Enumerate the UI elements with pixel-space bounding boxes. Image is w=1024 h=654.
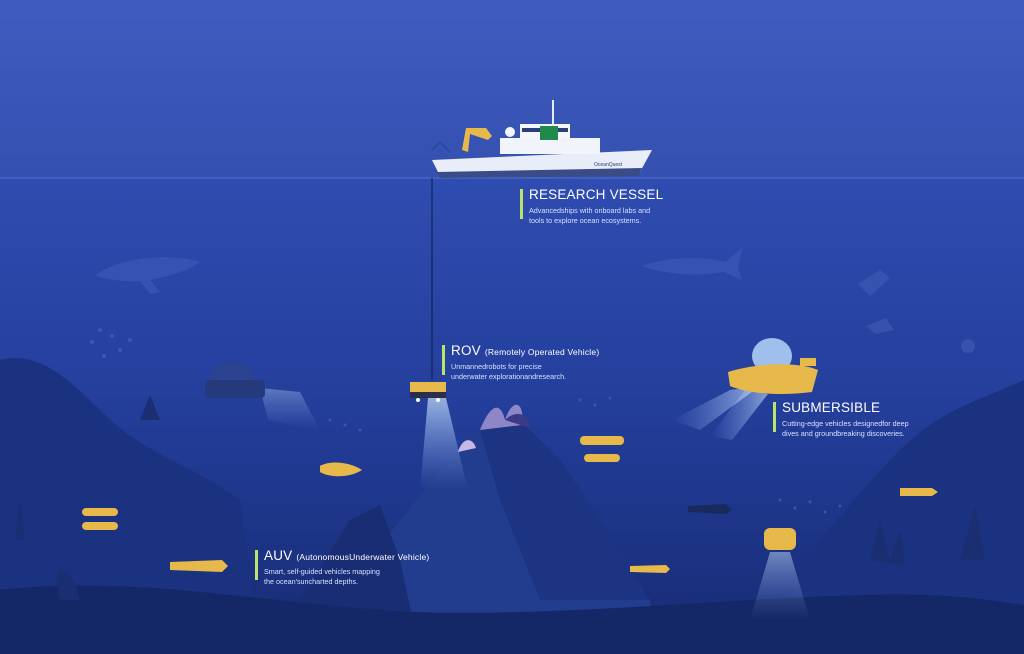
ship-deck-house — [500, 138, 600, 154]
ship-a-frame — [431, 140, 451, 153]
submersible-vehicle — [672, 338, 818, 440]
ship-logo-panel — [540, 126, 558, 140]
rov-desc-line2: underwater explorationandresearch. — [451, 372, 567, 381]
rov-label: ROV (Remotely Operated Vehicle) Unmanned… — [442, 343, 611, 382]
auv-label: AUV (AutonomousUnderwater Vehicle) Smart… — [255, 548, 429, 587]
seafloor-right-ridge — [780, 380, 1024, 654]
auv-twin-hull-1 — [82, 508, 118, 516]
auv-subtitle: (AutonomousUnderwater Vehicle) — [296, 552, 430, 562]
sub-yellow-hull — [728, 364, 818, 394]
background-marine-life — [95, 248, 975, 353]
auv-drone — [764, 528, 796, 550]
shark-silhouette — [642, 248, 742, 280]
fish-schools — [90, 328, 842, 514]
rov-desc-line1: Unmannedrobots for precise — [451, 362, 542, 371]
rov-title-text: ROV — [451, 343, 481, 358]
ship-waterline — [436, 168, 642, 178]
ship-mast — [552, 100, 554, 126]
auv-torpedo-3 — [630, 565, 670, 573]
research-vessel — [431, 100, 652, 380]
auv-title-text: AUV — [264, 548, 293, 563]
auv-vehicles — [82, 436, 938, 620]
ship-crane — [462, 128, 492, 152]
ray-silhouette — [858, 270, 890, 296]
submersible-label: SUBMERSIBLE Cutting-edge vehicles design… — [773, 400, 942, 439]
research-vessel-title: RESEARCH VESSEL — [529, 187, 664, 202]
auv-title: AUV (AutonomousUnderwater Vehicle) — [264, 548, 429, 563]
research-vessel-desc-line1: Advancedships with onboard labs and — [529, 206, 651, 215]
radar-dome — [505, 127, 515, 137]
label-accent-bar — [520, 189, 523, 219]
research-vessel-desc-line2: tools to explore ocean ecosystems. — [529, 216, 642, 225]
research-vessel-description: Advancedships with onboard labs and tool… — [529, 206, 689, 226]
submersible-description: Cutting-edge vehicles designedfor deep d… — [782, 419, 942, 439]
ship-name-text: OceanQuest — [594, 162, 623, 168]
rov-title: ROV (Remotely Operated Vehicle) — [451, 343, 611, 358]
auv-torpedo-1 — [170, 560, 228, 572]
rov-description: Unmannedrobots for precise underwater ex… — [451, 362, 611, 382]
jellyfish-silhouette — [961, 339, 975, 353]
rov-light-beam — [420, 398, 468, 490]
crewed-submersible-left — [205, 362, 320, 430]
left-sub-light-beam — [260, 388, 320, 430]
sub-body — [205, 380, 265, 398]
label-accent-bar — [773, 402, 776, 432]
rov-vehicle — [410, 382, 468, 490]
auv-torpedo-4 — [900, 488, 938, 496]
label-accent-bar — [255, 550, 258, 580]
submersible-desc-line2: dives and groundbreaking discoveries. — [782, 429, 905, 438]
auv-drone-beam — [750, 552, 810, 620]
auv-torpedo-2 — [320, 462, 362, 477]
research-vessel-label: RESEARCH VESSEL Advancedships with onboa… — [520, 187, 689, 226]
submersible-desc-line1: Cutting-edge vehicles designedfor deep — [782, 419, 909, 428]
sub-beam-2 — [710, 390, 768, 440]
auv-description: Smart, self-guided vehicles mapping the … — [264, 567, 424, 587]
whale-silhouette — [95, 257, 200, 294]
ray-silhouette-2 — [866, 318, 894, 334]
dark-auv — [688, 504, 732, 514]
reef-coral-top — [458, 404, 530, 452]
auv-twin-hull-2 — [580, 436, 624, 445]
auv-desc-line1: Smart, self-guided vehicles mapping — [264, 567, 380, 576]
auv-desc-line2: the ocean'suncharted depths. — [264, 577, 359, 586]
rov-frame — [410, 392, 446, 398]
rov-subtitle: (Remotely Operated Vehicle) — [484, 347, 600, 357]
sub-beam-1 — [672, 386, 760, 430]
label-accent-bar — [442, 345, 445, 375]
seamount-shadow — [480, 420, 650, 600]
corals — [15, 395, 985, 600]
submersible-title: SUBMERSIBLE — [782, 400, 881, 415]
